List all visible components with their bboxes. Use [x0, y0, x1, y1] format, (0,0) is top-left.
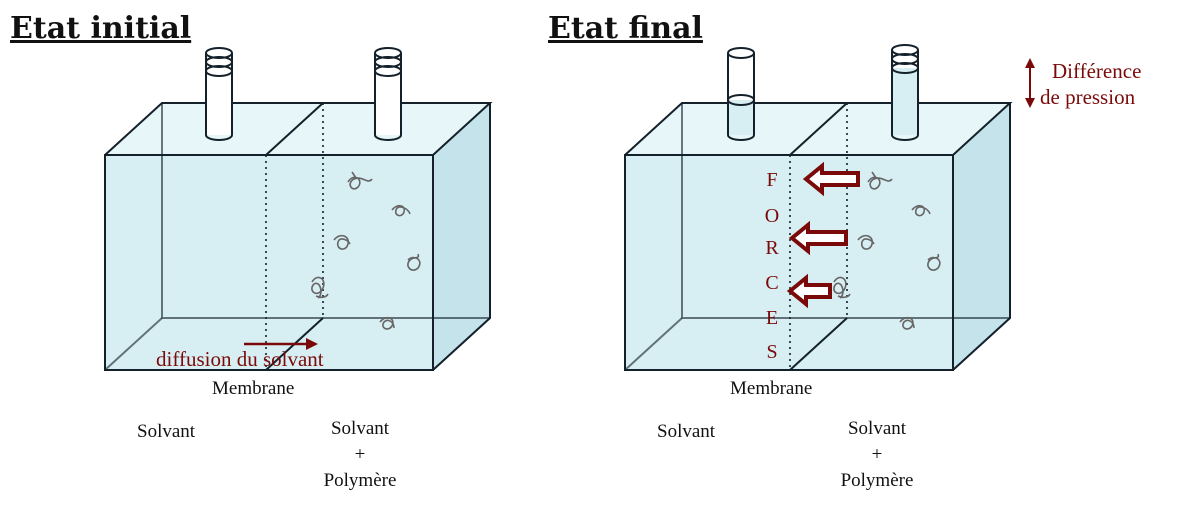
force-arrows	[786, 161, 860, 309]
forces-letter: F	[766, 169, 777, 191]
forces-letter: O	[765, 205, 779, 227]
forces-letter: E	[766, 307, 778, 329]
initial-state-panel: Etat initial	[10, 11, 493, 491]
diffusion-label: diffusion du solvant	[156, 347, 324, 371]
initial-title: Etat initial	[10, 11, 191, 46]
final-left-tube	[727, 47, 755, 141]
initial-polymer-coils	[311, 171, 421, 330]
final-right-label-line2: +	[872, 444, 883, 465]
initial-right-label-line3: Polymère	[324, 470, 397, 491]
forces-letter: C	[765, 272, 778, 294]
final-tank	[624, 102, 1013, 371]
initial-left-tube	[205, 47, 233, 141]
forces-label: F O R C E S	[765, 169, 780, 363]
force-arrow	[802, 161, 860, 197]
final-right-tube	[891, 44, 919, 141]
initial-right-label-line2: +	[355, 444, 366, 465]
final-state-panel: Etat final	[548, 11, 1141, 491]
final-right-label-line1: Solvant	[848, 418, 907, 439]
initial-membrane-label: Membrane	[212, 378, 294, 399]
force-arrow	[788, 220, 848, 256]
final-polymer-coils	[833, 171, 941, 330]
diffusion-arrow	[244, 338, 318, 350]
pressure-difference-arrow	[1025, 58, 1035, 108]
initial-right-tube	[374, 47, 402, 141]
final-title: Etat final	[548, 11, 703, 46]
final-membrane-label: Membrane	[730, 378, 812, 399]
forces-letter: S	[766, 341, 777, 363]
initial-right-label-line1: Solvant	[331, 418, 390, 439]
final-right-label-line3: Polymère	[841, 470, 914, 491]
forces-letter: R	[765, 237, 779, 259]
force-arrow	[786, 273, 832, 309]
final-left-label: Solvant	[657, 421, 716, 442]
final-membrane	[789, 102, 848, 371]
initial-left-label: Solvant	[137, 421, 196, 442]
pressure-label-line2: de pression	[1040, 85, 1136, 109]
initial-tank	[104, 102, 493, 371]
pressure-label-line1: Différence	[1052, 59, 1141, 83]
